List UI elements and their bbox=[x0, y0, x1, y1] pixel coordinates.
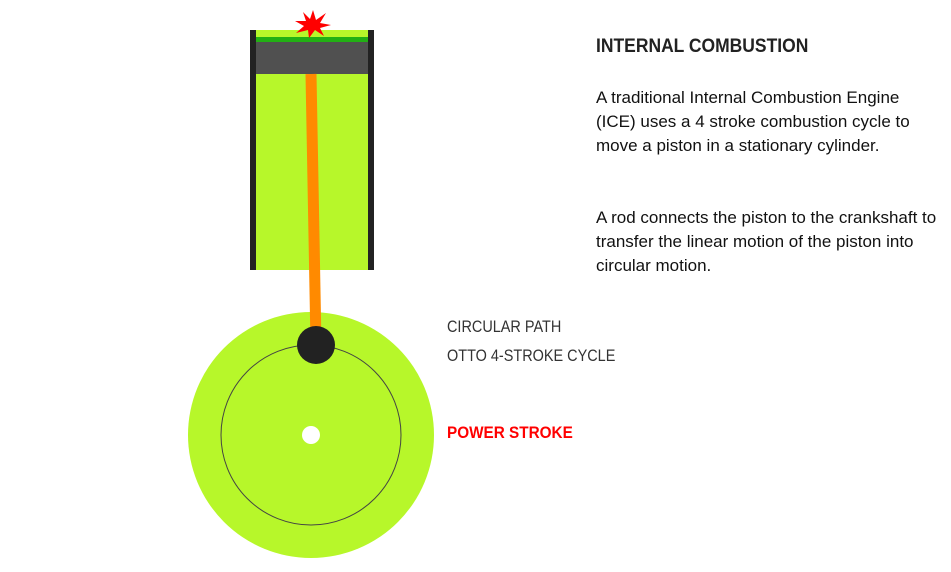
description-paragraph-1: A traditional Internal Combustion Engine… bbox=[596, 88, 910, 155]
cylinder-wall-right bbox=[368, 30, 374, 270]
crank-pin bbox=[297, 326, 335, 364]
piston bbox=[256, 42, 368, 74]
spark-icon bbox=[295, 10, 331, 38]
connecting-rod bbox=[305, 73, 322, 346]
description-paragraph-2: A rod connects the piston to the cranksh… bbox=[596, 208, 937, 275]
combustion-layer bbox=[256, 37, 368, 42]
stroke-label: POWER STROKE bbox=[447, 423, 573, 442]
crankshaft-axis bbox=[302, 426, 320, 444]
circular-path-label: CIRCULAR PATH bbox=[447, 317, 562, 336]
page-title: INTERNAL COMBUSTION bbox=[596, 36, 809, 57]
cylinder-wall-left bbox=[250, 30, 256, 270]
cycle-label: OTTO 4-STROKE CYCLE bbox=[447, 346, 616, 365]
